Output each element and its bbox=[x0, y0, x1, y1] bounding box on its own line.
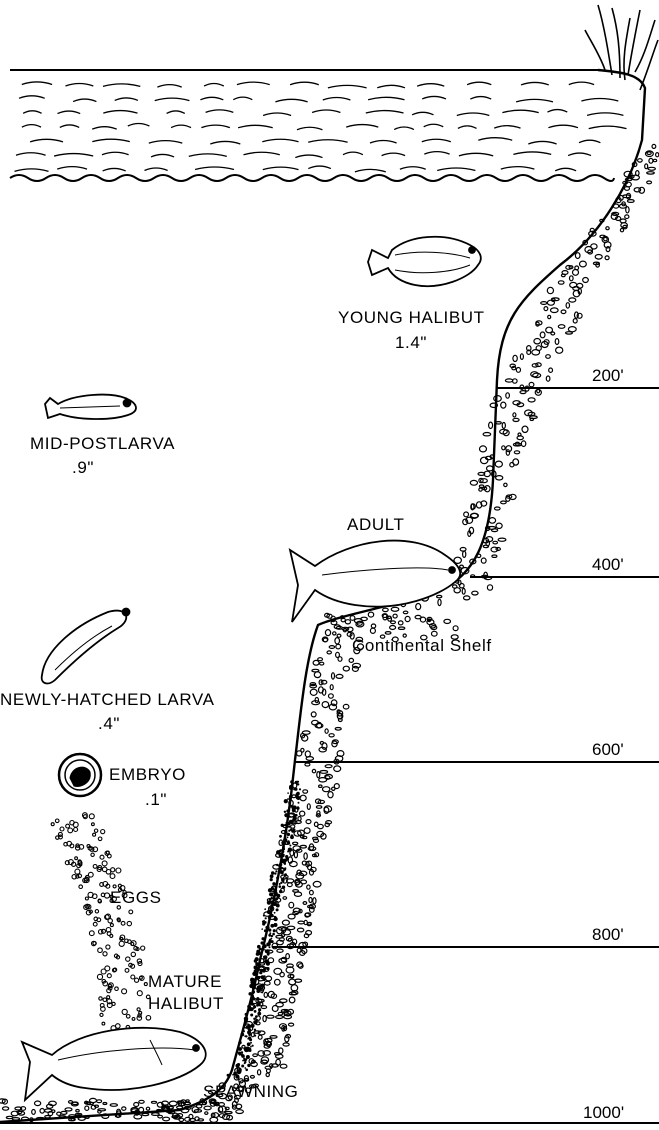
young-halibut-fish bbox=[368, 237, 481, 286]
depth-label-400: 400' bbox=[592, 555, 624, 574]
embryo-egg bbox=[59, 754, 101, 796]
depth-labels: 200' 400' 600' 800' 1000' bbox=[583, 366, 624, 1122]
mid-postlarva-fish bbox=[45, 395, 136, 419]
mid-postlarva-size: .9" bbox=[72, 458, 94, 477]
embryo-size: .1" bbox=[145, 790, 167, 809]
embryo-label: EMBRYO bbox=[109, 765, 186, 784]
sea-surface bbox=[10, 70, 627, 181]
depth-label-800: 800' bbox=[592, 925, 624, 944]
young-halibut-label: YOUNG HALIBUT bbox=[338, 308, 485, 327]
egg-trail bbox=[51, 813, 151, 1053]
seafloor-profile bbox=[0, 70, 645, 1122]
depth-lines bbox=[0, 388, 659, 1123]
depth-label-600: 600' bbox=[592, 740, 624, 759]
newly-hatched-larva-fish bbox=[42, 609, 130, 684]
mid-postlarva-label: MID-POSTLARVA bbox=[30, 434, 175, 453]
seagrass bbox=[585, 5, 658, 90]
eggs-label: EGGS bbox=[110, 888, 162, 907]
mature-halibut-fish bbox=[22, 1028, 206, 1100]
depth-label-200: 200' bbox=[592, 366, 624, 385]
depth-label-1000: 1000' bbox=[583, 1103, 624, 1122]
mature-halibut-label-line1: MATURE bbox=[148, 972, 222, 991]
mature-halibut-label-line2: HALIBUT bbox=[148, 994, 224, 1013]
newly-hatched-larva-label: NEWLY-HATCHED LARVA bbox=[0, 690, 215, 709]
spawning-label: SPAWNING bbox=[203, 1082, 298, 1101]
surface-lower-edge bbox=[10, 175, 614, 181]
adult-label: ADULT bbox=[347, 515, 404, 534]
newly-hatched-larva-size: .4" bbox=[98, 714, 120, 733]
water-ripples bbox=[15, 82, 627, 172]
continental-shelf-label: Continental Shelf bbox=[352, 636, 492, 655]
young-halibut-size: 1.4" bbox=[395, 333, 427, 352]
